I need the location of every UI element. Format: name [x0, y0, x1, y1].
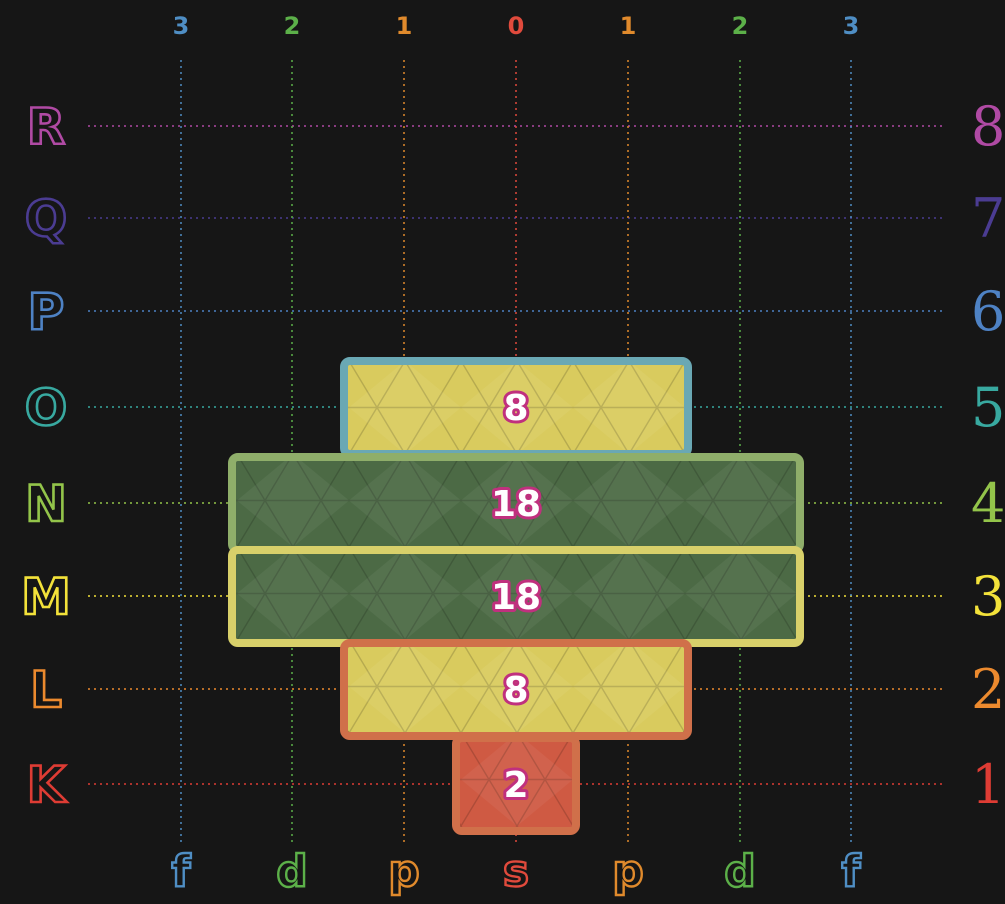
capacity-blocks: 8 18 18 8 2: [232, 361, 800, 831]
magnetic-number-3: 0: [508, 12, 525, 40]
shell-number-4: 4: [971, 472, 1005, 535]
shell-letter-o: O: [25, 379, 68, 437]
shell-letter-r: R: [27, 98, 66, 156]
shell-letter-q: Q: [25, 190, 68, 248]
capacity-block-k: 2: [456, 738, 576, 831]
shell-letter-p: P: [28, 283, 65, 341]
magnetic-number-4: 1: [620, 12, 637, 40]
shell-number-column: 8 7 6 5 4 3 2 1: [971, 95, 1005, 816]
capacity-value-k: 2: [503, 765, 528, 806]
orbital-letter-0: f: [171, 846, 191, 897]
magnetic-number-2: 1: [396, 12, 413, 40]
magnetic-number-5: 2: [732, 12, 749, 40]
shell-letter-l: L: [30, 661, 62, 719]
shell-letter-k: K: [27, 756, 68, 814]
magnetic-number-1: 2: [284, 12, 301, 40]
orbital-letter-3: s: [503, 846, 529, 897]
orbital-letter-1: d: [276, 846, 308, 897]
shell-number-2: 2: [971, 658, 1005, 721]
shell-number-8: 8: [971, 95, 1005, 158]
capacity-block-m: 18: [232, 550, 800, 643]
magnetic-number-0: 3: [173, 12, 190, 40]
capacity-block-o: 8: [344, 361, 688, 454]
capacity-value-n: 18: [491, 484, 541, 525]
shell-letter-m: M: [21, 568, 71, 626]
shell-number-7: 7: [971, 187, 1005, 250]
shell-number-3: 3: [971, 565, 1005, 628]
shell-number-1: 1: [971, 753, 1005, 816]
orbital-letter-4: p: [612, 846, 644, 897]
capacity-block-l: 8: [344, 643, 688, 736]
capacity-block-n: 18: [232, 457, 800, 550]
capacity-value-l: 8: [503, 670, 528, 711]
capacity-value-m: 18: [491, 577, 541, 618]
shell-letter-n: N: [25, 475, 67, 533]
shell-number-6: 6: [971, 280, 1005, 343]
orbital-letter-5: d: [724, 846, 756, 897]
magnetic-number-row: 3 2 1 0 1 2 3: [173, 12, 860, 40]
capacity-value-o: 8: [503, 388, 528, 429]
shell-number-5: 5: [971, 376, 1005, 439]
magnetic-number-6: 3: [843, 12, 860, 40]
orbital-letter-2: p: [388, 846, 420, 897]
orbital-letter-6: f: [841, 846, 861, 897]
